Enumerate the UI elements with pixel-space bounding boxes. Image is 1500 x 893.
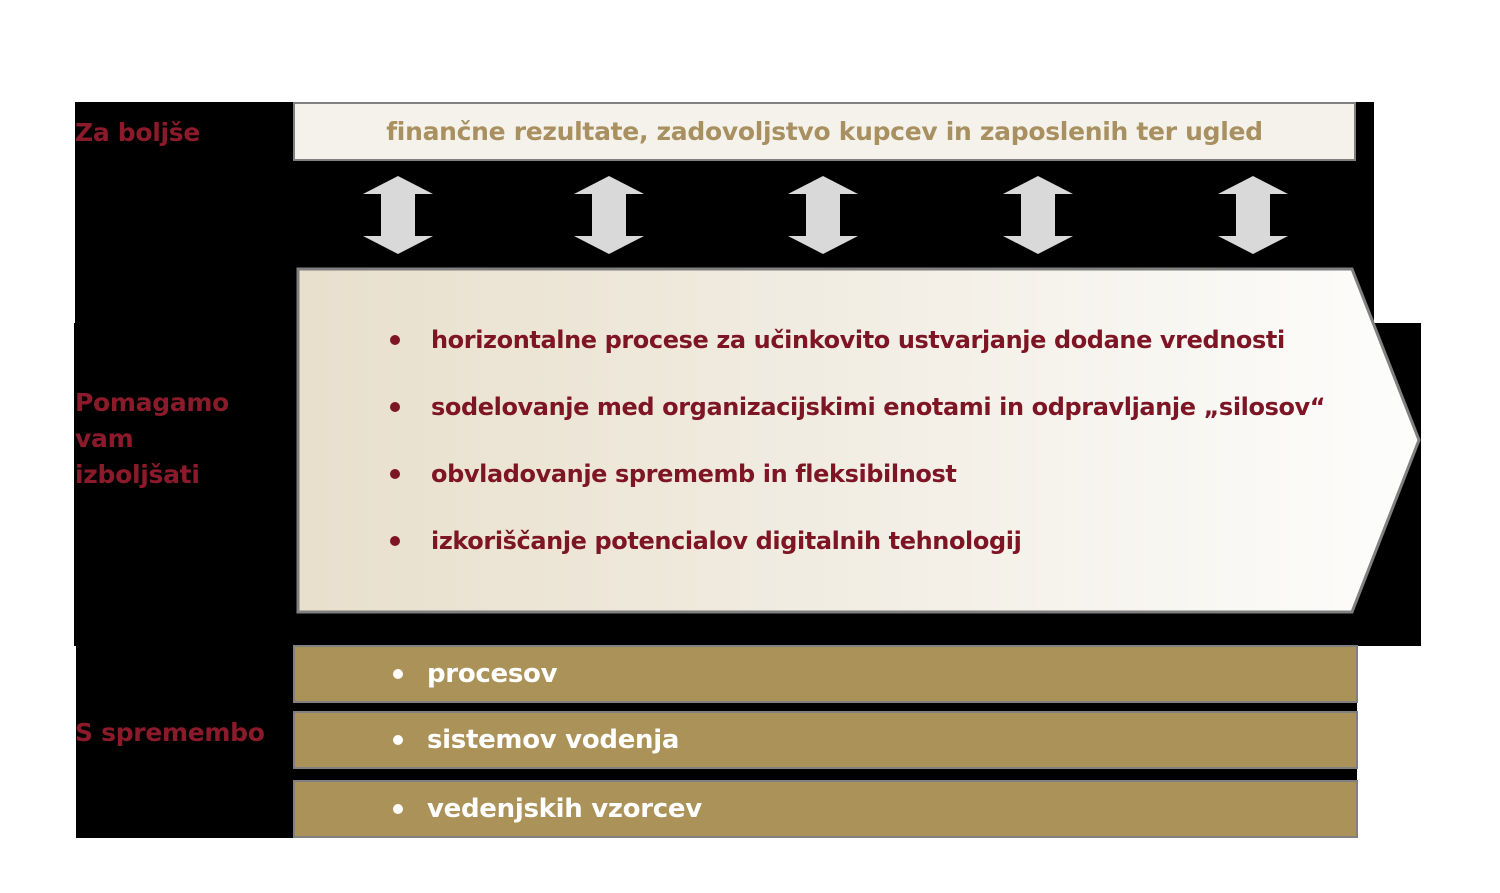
row-label-za-boljse: Za boljše (75, 118, 201, 147)
results-box: finančne rezultate, zadovoljstvo kupcev … (293, 102, 1356, 161)
list-item: horizontalne procese za učinkovito ustva… (390, 306, 1325, 373)
double-arrow-vertical-icon (363, 176, 433, 254)
list-item-text: horizontalne procese za učinkovito ustva… (431, 325, 1285, 354)
bullet-icon (390, 401, 400, 412)
change-bar-management-systems: sistemov vodenja (293, 711, 1358, 769)
change-bar-text: vedenjskih vzorcev (427, 794, 702, 824)
double-arrow-vertical-icon (574, 176, 644, 254)
row-label-s-spremembo: S spremembo (75, 718, 265, 747)
change-bar-text: sistemov vodenja (427, 725, 680, 755)
bullet-icon (390, 468, 400, 479)
row-label-pomagamo: Pomagamo vam izboljšati (75, 385, 229, 493)
bullet-icon (393, 735, 403, 745)
double-arrow-vertical-icon (1003, 176, 1073, 254)
list-item: sodelovanje med organizacijskimi enotami… (390, 373, 1326, 440)
row-label-line: vam (75, 424, 134, 453)
bullet-icon (390, 535, 400, 546)
bullet-icon (390, 334, 400, 345)
bullet-icon (393, 804, 403, 814)
double-arrow-vertical-icon (1218, 176, 1288, 254)
improvement-list: horizontalne procese za učinkovito ustva… (390, 306, 1326, 574)
list-item: obvladovanje sprememb in fleksibilnost (390, 440, 1325, 507)
list-item-text: sodelovanje med organizacijskimi enotami… (431, 392, 1326, 421)
double-arrow-vertical-icon (788, 176, 858, 254)
row-label-line: Pomagamo (75, 388, 230, 417)
row-label-line: izboljšati (75, 460, 200, 489)
list-item-text: izkoriščanje potencialov digitalnih tehn… (431, 526, 1022, 555)
list-item-text: obvladovanje sprememb in fleksibilnost (431, 459, 957, 488)
change-bar-behavior-patterns: vedenjskih vzorcev (293, 780, 1358, 838)
bullet-icon (393, 669, 403, 679)
results-text: finančne rezultate, zadovoljstvo kupcev … (386, 117, 1263, 146)
change-bar-text: procesov (427, 659, 558, 689)
change-bar-processes: procesov (293, 645, 1358, 703)
list-item: izkoriščanje potencialov digitalnih tehn… (390, 507, 1325, 574)
